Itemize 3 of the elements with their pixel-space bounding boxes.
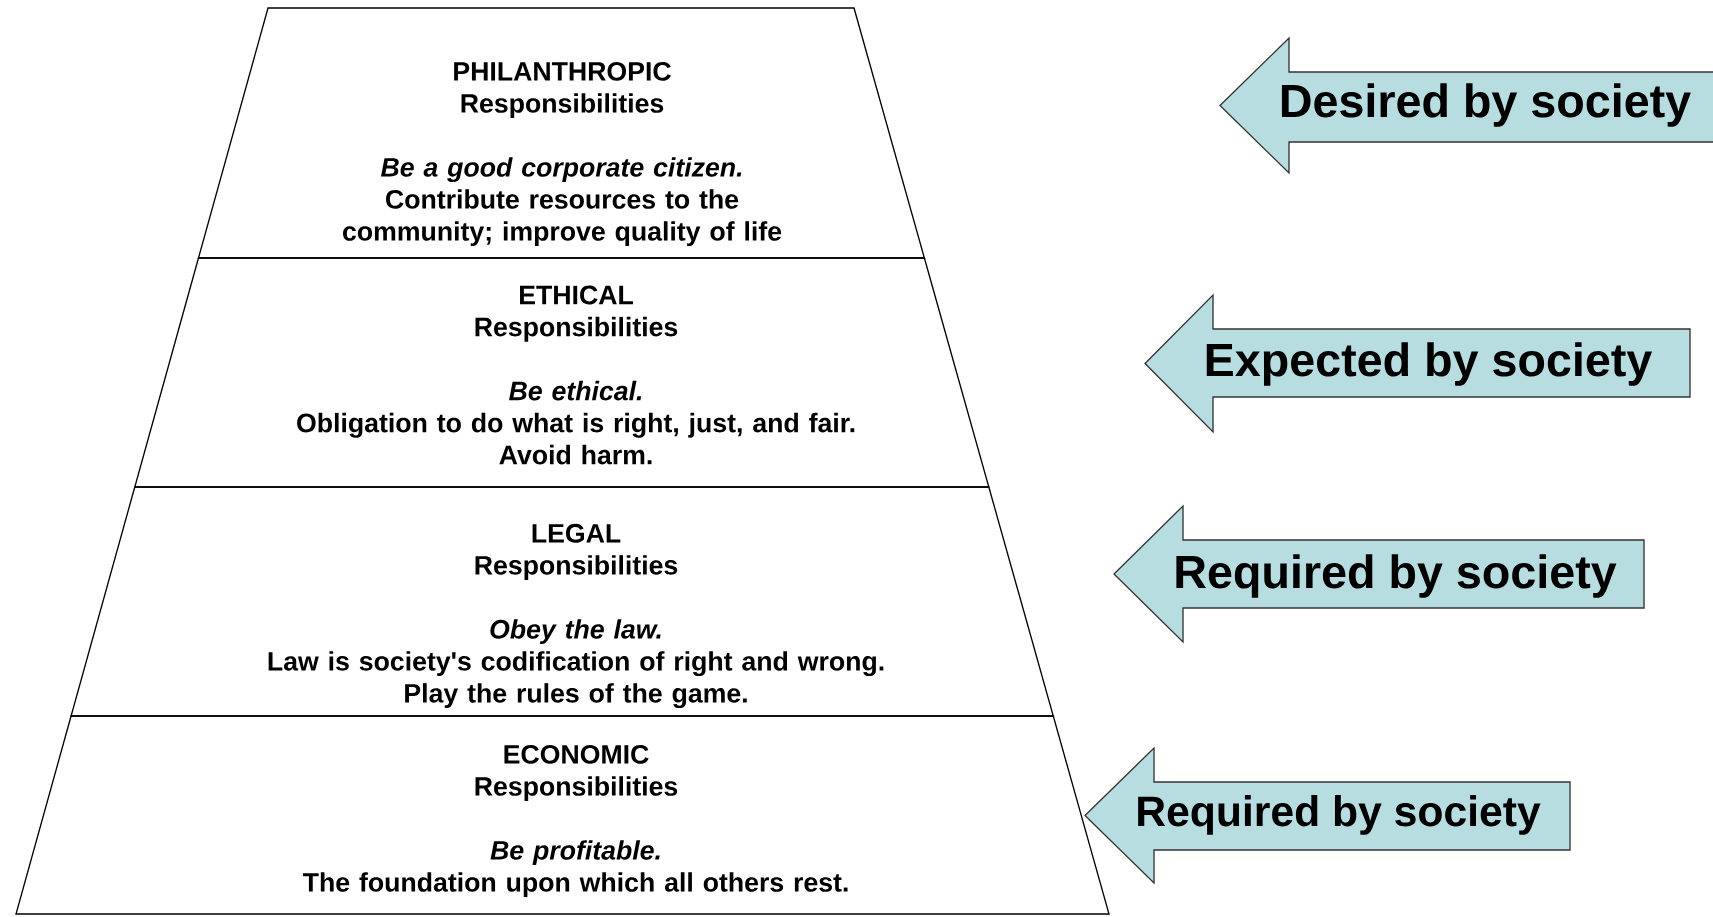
pyramid-level: ECONOMIC Responsibilities Be profitable. The foundation upon which all others rest. xyxy=(15,715,1110,915)
pyramid-level: PHILANTHROPIC Responsibilities Be a good corporate citizen. Contribute resources to the community; improve quality of life xyxy=(197,7,926,259)
pyramid-level: LEGAL Responsibilities Obey the law. Law is society's codification of right and wrong. Play the rules of the game. xyxy=(70,486,1055,717)
